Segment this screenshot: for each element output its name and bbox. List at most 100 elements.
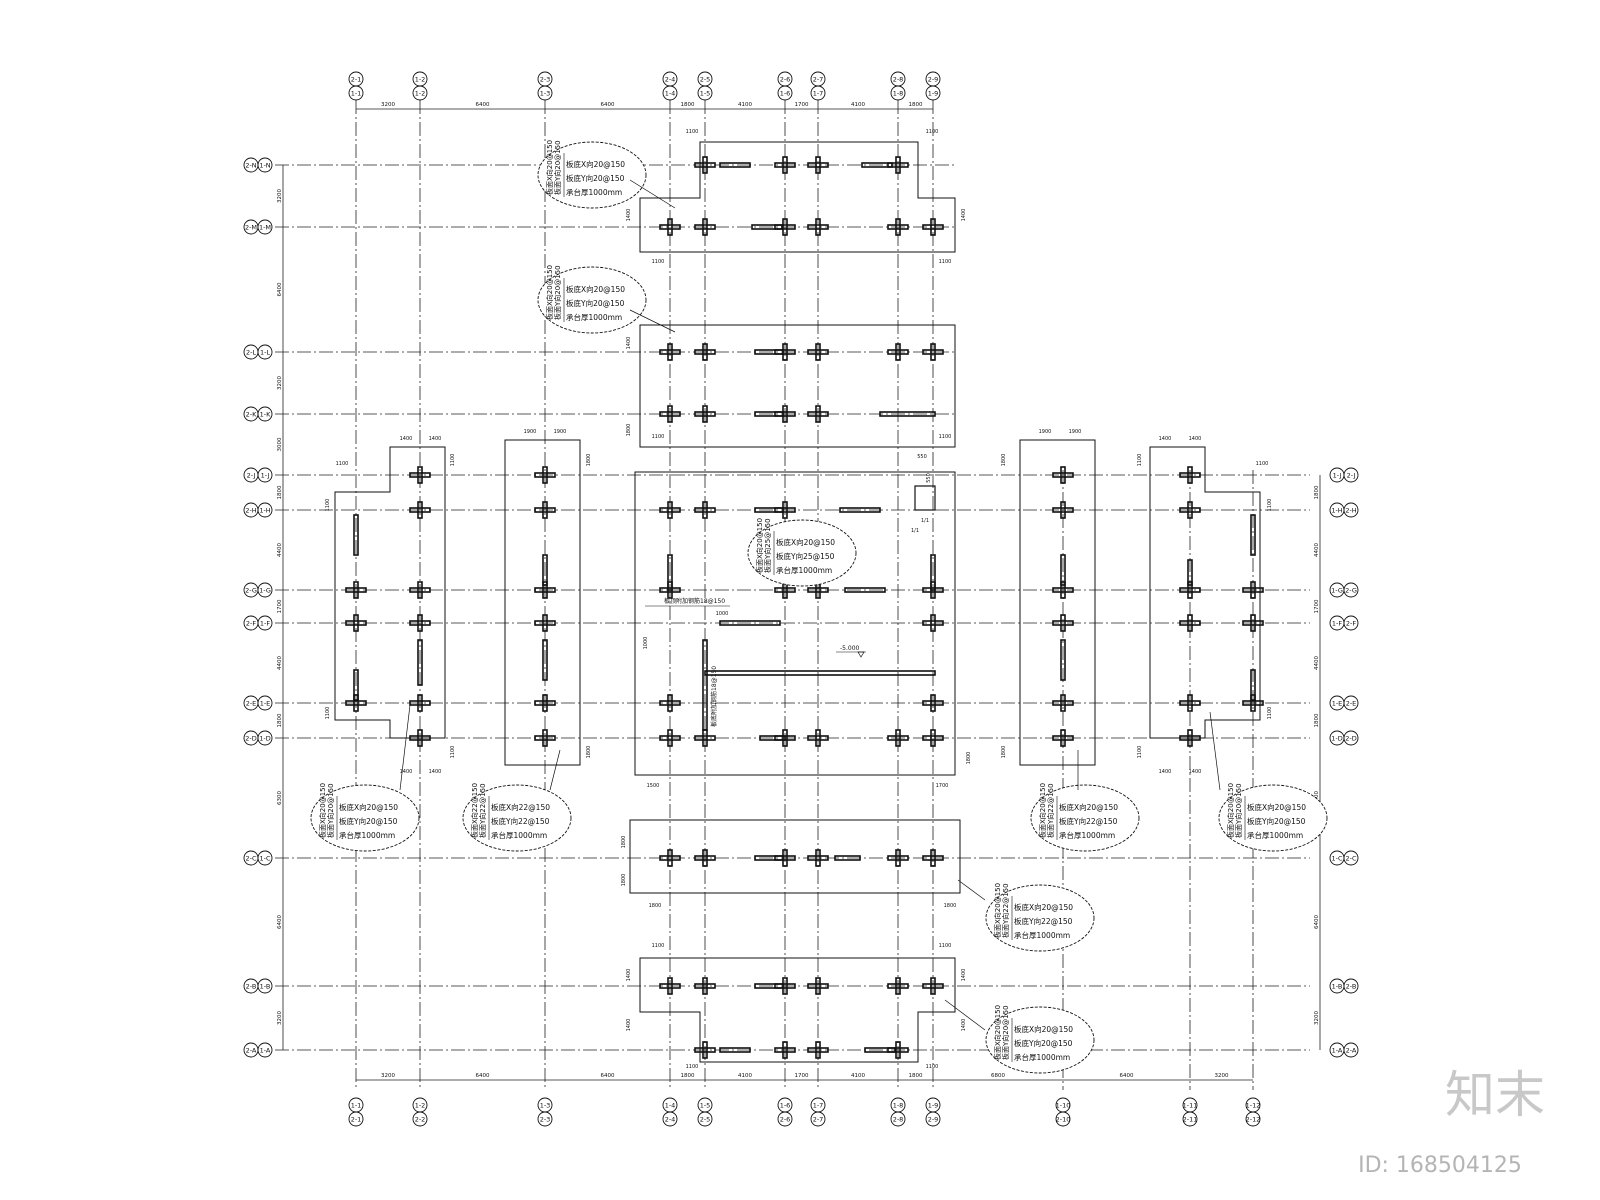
shear-wall <box>895 343 901 361</box>
axis-bubble-label: 1-2 <box>415 90 426 98</box>
axis-bubble-label: 1-A <box>260 1047 271 1055</box>
axis-bubble-circle <box>257 850 273 866</box>
shear-wall <box>1060 501 1066 519</box>
raft-dimension-text: 1100 <box>450 454 456 467</box>
raft-outline <box>1149 446 1261 739</box>
shear-wall <box>807 983 829 989</box>
axis-bubble-label: 1-F <box>260 620 270 628</box>
shear-wall <box>774 587 796 593</box>
axis-bubble-label: 2-H <box>1345 507 1356 515</box>
shear-wall <box>1052 472 1074 478</box>
axis-bubble: 2-6 <box>777 71 793 87</box>
note-leader <box>944 999 986 1031</box>
shear-wall <box>667 977 673 995</box>
shear-wall <box>702 501 708 519</box>
shear-wall <box>1187 466 1193 484</box>
axis-bubble-circle <box>1343 502 1359 518</box>
shear-wall <box>667 729 673 747</box>
dimension-text-bottom: 3200 <box>1215 1073 1229 1079</box>
axis-bubble-circle <box>925 85 941 101</box>
axis-bubble: 2-5 <box>697 1111 713 1127</box>
shear-wall <box>409 620 431 626</box>
note-leader <box>629 309 676 333</box>
note-line: 板底X向20@150 <box>1059 802 1118 812</box>
axis-bubble-label: 2-4 <box>665 76 676 84</box>
raft-dimension-text: 1100 <box>939 943 952 949</box>
axis-bubble-label: 1-L <box>260 349 270 357</box>
axis-bubble-label: 2-5 <box>700 76 711 84</box>
shear-wall <box>659 735 681 741</box>
axis-bubble-label: 2-A <box>1346 1047 1357 1055</box>
axis-bubble-label: 2-9 <box>928 1116 939 1124</box>
note-vertical-text: 板面X向20@150 <box>545 265 554 320</box>
axis-bubble-label: 2-6 <box>780 1116 791 1124</box>
shear-wall <box>694 983 716 989</box>
center-note-bottom: 板底附加钢筋18@150 <box>710 666 718 727</box>
shear-wall <box>694 735 716 741</box>
axis-bubbles: 2-11-11-21-22-31-32-41-42-51-52-61-62-71… <box>243 71 1359 1127</box>
shear-wall <box>702 343 708 361</box>
note-cloud <box>1218 784 1328 852</box>
axis-bubble: 2-M <box>243 219 259 235</box>
axis-bubble-circle <box>257 219 273 235</box>
axis-bubble-label: 1-B <box>260 983 271 991</box>
note-leader <box>629 179 676 209</box>
axis-bubble: 1-1 <box>348 85 364 101</box>
shear-wall <box>861 162 893 168</box>
axis-bubble-label: 1-H <box>1331 507 1342 515</box>
axis-bubble-circle <box>348 85 364 101</box>
shear-wall <box>887 162 909 168</box>
axis-bubble: 1-H <box>257 502 273 518</box>
shear-wall <box>659 700 681 706</box>
raft-dimension-text: 1100 <box>652 259 665 265</box>
raft-dimension-text: 1800 <box>1001 454 1007 467</box>
axis-bubble: 2-H <box>243 502 259 518</box>
axis-bubble: 2-11 <box>1182 1111 1198 1127</box>
axis-bubble-label: 1-8 <box>893 1102 904 1110</box>
dimension-text-left: 1800 <box>277 713 283 727</box>
raft-dimension-text: 1100 <box>1137 454 1143 467</box>
axis-bubble-label: 2-4 <box>665 1116 676 1124</box>
raft-dimension-text: 1100 <box>652 943 665 949</box>
axis-bubble: 1-E <box>257 695 273 711</box>
shear-wall <box>754 411 784 417</box>
axis-bubble: 2-4 <box>662 1111 678 1127</box>
shear-wall <box>1242 700 1264 706</box>
raft-dimension-text: 1900 <box>1069 429 1082 435</box>
shear-wall <box>864 1047 896 1053</box>
dimension-text-bottom: 6400 <box>476 1073 490 1079</box>
axis-bubble: 2-C <box>1343 850 1359 866</box>
shear-wall <box>922 349 944 355</box>
shear-wall <box>1187 694 1193 712</box>
axis-bubble-circle <box>777 85 793 101</box>
note-vertical-text: 板面X向20@150 <box>993 1005 1002 1060</box>
axis-bubble-label: 2-F <box>246 620 256 628</box>
axis-bubble-label: 2-1 <box>351 1116 362 1124</box>
shear-wall <box>417 729 423 747</box>
raft-dimension-text: 1400 <box>961 969 967 982</box>
axis-bubble-label: 1-F <box>1332 620 1342 628</box>
axis-bubble: 1-8 <box>890 1097 906 1113</box>
axis-bubble-label: 2-11 <box>1183 1116 1198 1124</box>
shear-wall <box>1060 554 1066 586</box>
shear-wall <box>815 729 821 747</box>
axis-bubble-circle <box>890 85 906 101</box>
shear-wall <box>815 218 821 236</box>
raft-dimension-text: 1100 <box>939 434 952 440</box>
axis-bubble: 1-8 <box>890 85 906 101</box>
shear-wall <box>667 405 673 423</box>
shear-wall <box>542 694 548 712</box>
shear-wall <box>922 224 944 230</box>
axis-bubble-circle <box>537 1111 553 1127</box>
axis-bubble-circle <box>1343 730 1359 746</box>
axis-bubble-label: 1-2 <box>415 76 426 84</box>
shear-wall <box>694 411 716 417</box>
shear-wall <box>754 855 784 861</box>
axis-bubble: 1-C <box>257 850 273 866</box>
dimension-text-bottom: 3200 <box>381 1073 395 1079</box>
axis-bubble: 2-J <box>1343 467 1359 483</box>
shear-wall <box>1187 729 1193 747</box>
